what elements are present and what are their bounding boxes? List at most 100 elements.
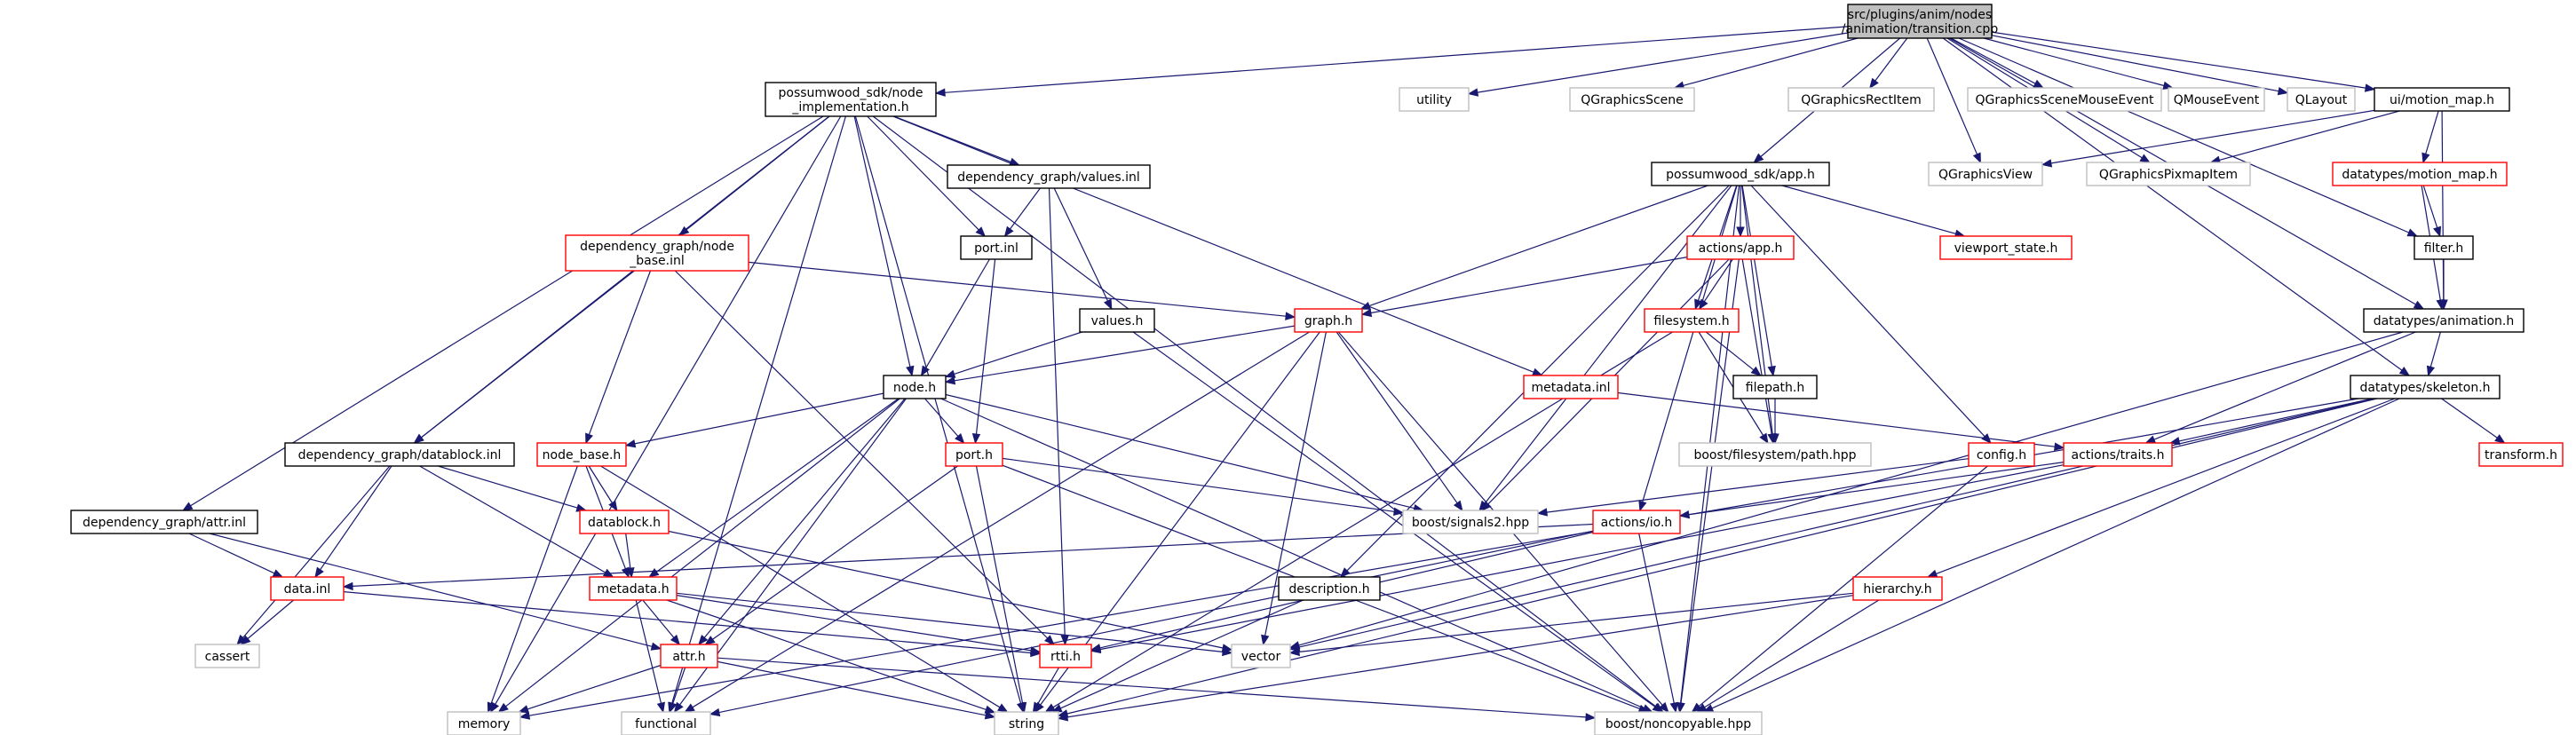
edge-root-to-qgview (1926, 37, 1981, 164)
node-node-h[interactable]: node.h (883, 375, 947, 399)
node-label: datatypes/animation.h (2374, 314, 2515, 328)
edge-app_h-to-config (1750, 185, 1992, 444)
node-datablock-h[interactable]: datablock.h (579, 510, 670, 534)
node-attr-h[interactable]: attr.h (660, 644, 718, 668)
edge-port_h-to-string (975, 465, 1027, 714)
edge-motion_map_ui-to-dt_motion_map (2421, 110, 2439, 164)
node-transform[interactable]: transform.h (2478, 442, 2564, 467)
node-dt-skeleton[interactable]: datatypes/skeleton.h (2350, 375, 2501, 399)
node-actions-app[interactable]: actions/app.h (1686, 235, 1795, 260)
node-qgview: QGraphicsView (1928, 162, 2043, 186)
edge-app_h-to-filepath (1741, 185, 1776, 377)
node-functional: functional (621, 711, 711, 735)
node-description[interactable]: description.h (1278, 576, 1381, 601)
edge-description-to-string (1050, 599, 1304, 713)
node-boost-path: boost/filesystem/path.hpp (1678, 442, 1872, 467)
node-config[interactable]: config.h (1968, 442, 2035, 467)
edge-dt_animation-to-dt_skeleton (2426, 331, 2441, 377)
edge-metadata_h-to-attr_h (642, 599, 681, 646)
edge-root-to-qgrect (1868, 37, 1908, 90)
edge-values_inl-to-port_inl (1003, 187, 1041, 238)
node-metadata-h[interactable]: metadata.h (589, 576, 678, 601)
node-utility: utility (1399, 87, 1470, 112)
edge-node_base_inl-to-node_base_h (585, 270, 652, 445)
node-port-h[interactable]: port.h (945, 442, 1003, 467)
node-label: node.h (893, 381, 936, 395)
edge-node_base_h-to-datablock_h (588, 465, 618, 512)
node-root[interactable]: src/plugins/anim/nodes/animation/transit… (1842, 4, 1999, 39)
node-hierarchy[interactable]: hierarchy.h (1852, 576, 1943, 601)
node-port-inl[interactable]: port.inl (960, 235, 1033, 260)
node-label: functional (635, 717, 697, 731)
edge-node_impl-to-port_inl (867, 115, 987, 237)
edge-metadata_h-to-rtti (676, 595, 1042, 655)
node-label: filesystem.h (1653, 314, 1729, 328)
edge-node_h-to-signals2 (945, 393, 1424, 513)
node-label: memory (458, 717, 511, 731)
edge-hierarchy-to-vector (1288, 592, 1854, 657)
node-label: QGraphicsScene (1581, 93, 1684, 107)
edge-root-to-motion_map_ui (1991, 31, 2376, 92)
edge-filesystem-to-filepath (1705, 331, 1762, 376)
node-label: boost/signals2.hpp (1412, 516, 1529, 530)
edge-node_base_h-to-string (600, 465, 1009, 713)
edge-dt_skeleton-to-transform (2441, 398, 2506, 444)
node-app-h[interactable]: possumwood_sdk/app.h (1651, 162, 1830, 186)
edge-traits-to-actions_io (1678, 462, 2065, 519)
node-label: viewport_state.h (1954, 241, 2058, 256)
node-label: node_base.h (543, 448, 622, 462)
node-label: port.h (955, 448, 993, 462)
edge-actions_io-to-data_inl (342, 523, 1594, 591)
node-motion-map-ui[interactable]: ui/motion_map.h (2374, 87, 2510, 112)
edge-root-to-qmouse (1983, 37, 2175, 90)
node-qlayout: QLayout (2287, 87, 2356, 112)
edge-node_impl-to-attr_inl (181, 115, 824, 511)
edge-metadata_h-to-vector (676, 592, 1233, 657)
edge-metadata_h-to-functional (635, 599, 666, 714)
node-metadata-inl[interactable]: metadata.inl (1523, 375, 1619, 399)
node-filepath[interactable]: filepath.h (1732, 375, 1818, 399)
node-traits[interactable]: actions/traits.h (2063, 442, 2173, 467)
node-label: QGraphicsSceneMouseEvent (1975, 93, 2154, 107)
node-datablock-inl[interactable]: dependency_graph/datablock.inl (284, 442, 515, 467)
node-qgsme: QGraphicsSceneMouseEvent (1967, 87, 2162, 112)
node-node-base-h[interactable]: node_base.h (536, 442, 627, 467)
edge-config-to-signals2 (1536, 458, 1970, 517)
node-qgscene: QGraphicsScene (1569, 87, 1695, 112)
edge-datablock_inl-to-cassert (236, 465, 391, 646)
node-label: utility (1416, 93, 1452, 107)
edge-data_inl-to-cassert (240, 599, 294, 645)
edge-node_h-to-port_h (924, 398, 965, 445)
node-label: src/plugins/anim/nodes (1848, 8, 1992, 22)
edge-app_h-to-actions_app (1736, 186, 1745, 238)
node-label: actions/io.h (1601, 516, 1673, 530)
node-label: QLayout (2295, 93, 2348, 107)
edge-attr_h-to-memory (518, 664, 662, 714)
node-label: QGraphicsPixmapItem (2099, 168, 2238, 182)
node-attr-inl[interactable]: dependency_graph/attr.inl (70, 510, 258, 534)
node-node-impl[interactable]: possumwood_sdk/node_implementation.h (765, 82, 937, 117)
node-values-h[interactable]: values.h (1079, 308, 1155, 333)
node-vector: vector (1231, 644, 1291, 668)
node-label: transform.h (2485, 448, 2557, 462)
node-noncopyable: boost/noncopyable.hpp (1594, 711, 1763, 735)
node-filter[interactable]: filter.h (2414, 235, 2474, 260)
edge-hierarchy-to-noncopyable (1695, 599, 1880, 713)
node-dt-motion-map[interactable]: datatypes/motion_map.h (2332, 162, 2508, 186)
edge-actions_io-to-functional (709, 530, 1594, 717)
edge-attr_inl-to-attr_h (209, 533, 662, 651)
node-label: /animation/transition.cpp (1842, 22, 1999, 36)
node-actions-io[interactable]: actions/io.h (1592, 510, 1681, 534)
node-rtti[interactable]: rtti.h (1039, 644, 1092, 668)
edge-metadata_inl-to-traits (1617, 391, 2065, 451)
node-node-base-inl[interactable]: dependency_graph/node_base.inl (565, 234, 749, 272)
node-label: possumwood_sdk/node (779, 86, 923, 100)
node-viewport[interactable]: viewport_state.h (1939, 235, 2073, 260)
node-dt-animation[interactable]: datatypes/animation.h (2363, 308, 2524, 333)
edge-node_base_h-to-memory (487, 465, 578, 714)
node-data-inl[interactable]: data.inl (270, 576, 345, 601)
node-graph-h[interactable]: graph.h (1294, 308, 1363, 333)
node-filesystem[interactable]: filesystem.h (1644, 308, 1740, 333)
node-values-inl[interactable]: dependency_graph/values.inl (947, 164, 1151, 189)
